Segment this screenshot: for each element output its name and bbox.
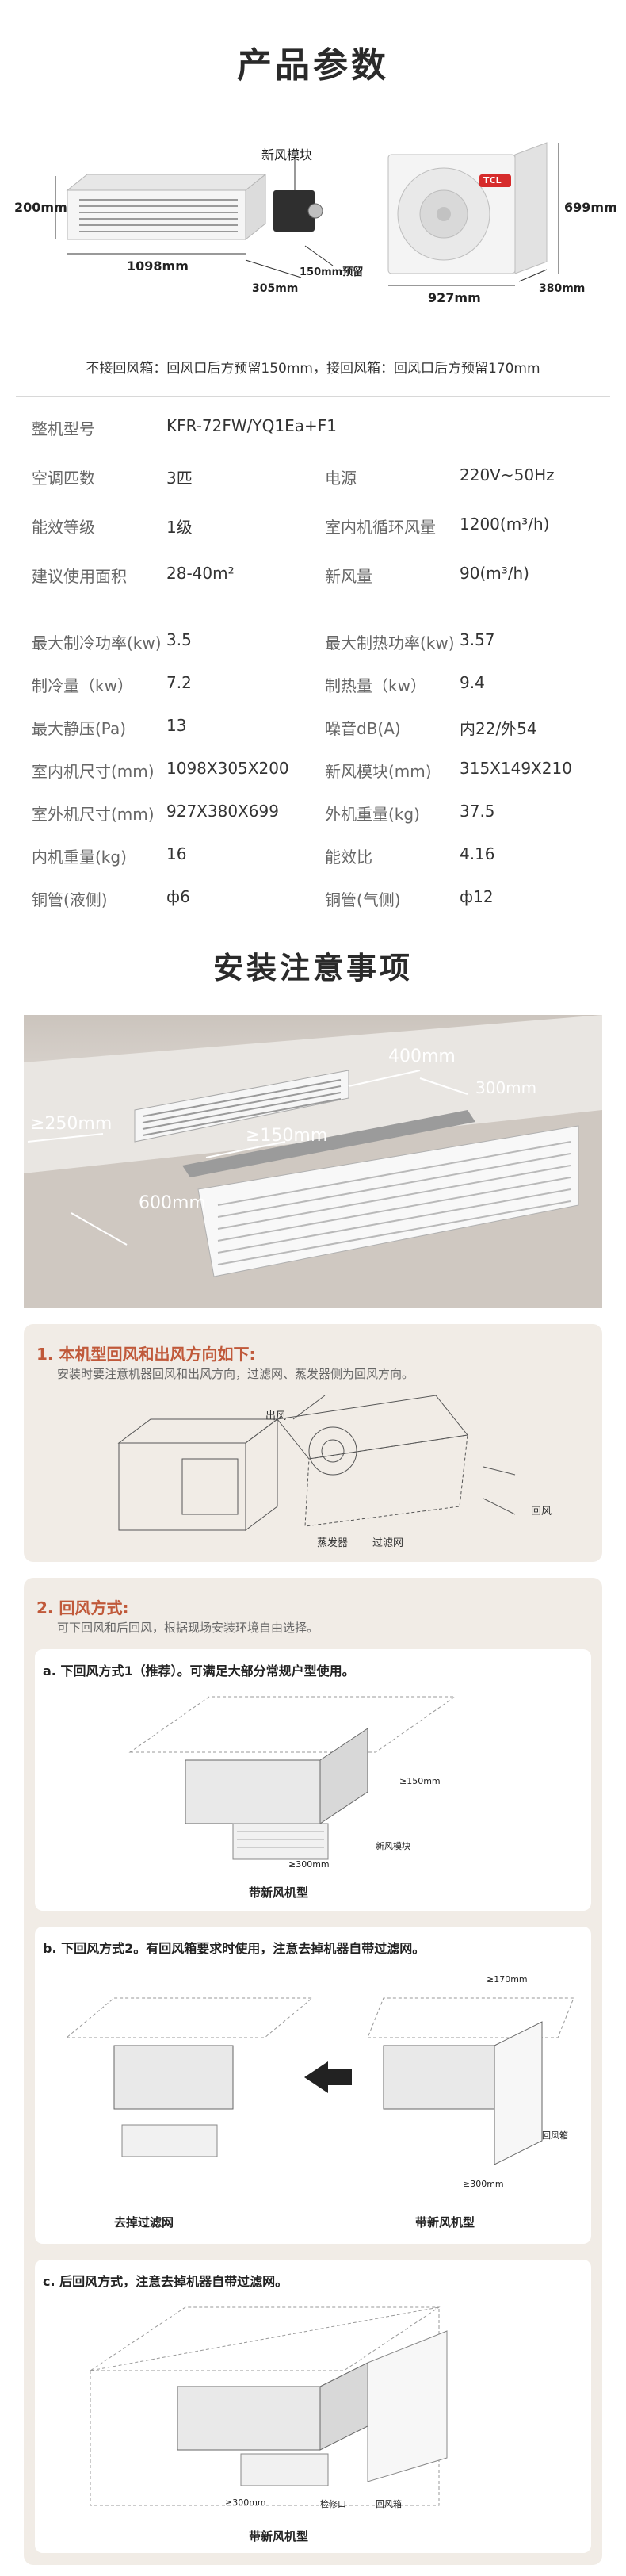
fresh-module-label: 新风模块 xyxy=(261,147,313,163)
mode-c-dim300: ≥300mm xyxy=(225,2498,266,2508)
mode-a-dim300: ≥300mm xyxy=(288,1859,330,1870)
mode-b-box-label: 回风箱 xyxy=(542,2130,568,2141)
spec-label: 内机重量(kg) xyxy=(32,848,127,867)
spec-value: KFR-72FW/YQ1Ea+F1 xyxy=(166,416,337,435)
spec-table-basic: 整机型号 KFR-72FW/YQ1Ea+F1 空调匹数 3匹 电源 220V~50Hz 能效… xyxy=(0,404,626,595)
spec-label: 铜管(气侧) xyxy=(325,890,401,909)
reserve-note: 不接回风箱：回风口后方预留150mm，接回风箱：回风口后方预留170mm xyxy=(86,361,540,377)
mode-a-title: a. 下回风方式1（推荐）。可满足大部分常规户型使用。 xyxy=(43,1663,355,1678)
dim-600: 600mm xyxy=(139,1193,206,1213)
spec-label: 电源 xyxy=(325,469,357,488)
ceiling-photo: 400mm 300mm ≥250mm ≥150mm 600mm xyxy=(24,1015,602,1308)
dim-400: 400mm xyxy=(388,1047,456,1066)
mode-c-port-label: 检修口 xyxy=(320,2499,346,2509)
mode-b-caption-right: 带新风机型 xyxy=(415,2215,475,2230)
mode-b-panel: b. 下回风方式2。有回风箱要求时使用，注意去掉机器自带过滤网。 ≥170mm … xyxy=(35,1927,591,2244)
dim-150: ≥150mm xyxy=(246,1126,328,1146)
brand-logo: TCL xyxy=(483,175,502,186)
install-title: 安装注意事项 xyxy=(212,951,413,986)
section2-title: 2. 回风方式: xyxy=(36,1598,129,1617)
spec-label: 外机重量(kg) xyxy=(325,805,420,824)
dim-indoor-height: 200mm xyxy=(14,200,67,215)
spec-value: 1098X305X200 xyxy=(166,759,289,778)
label-evaporator: 蒸发器 xyxy=(317,1537,349,1549)
spec-value: 内22/外54 xyxy=(460,719,537,738)
mode-a-module-label: 新风模块 xyxy=(376,1841,410,1851)
spec-label: 空调匹数 xyxy=(32,469,95,488)
spec-value: ф12 xyxy=(460,887,494,906)
spec-label: 室外机尺寸(mm) xyxy=(32,805,155,824)
spec-value: 9.4 xyxy=(460,673,485,692)
dim-250: ≥250mm xyxy=(30,1114,113,1134)
mode-b-caption-left: 去掉过滤网 xyxy=(114,2215,174,2230)
spec-label: 制冷量（kw） xyxy=(32,676,133,695)
spec-value: 28-40m² xyxy=(166,564,235,583)
spec-value: 13 xyxy=(166,716,187,735)
spec-label: 室内机循环风量 xyxy=(325,518,436,537)
dim-reserve: 150mm预留 xyxy=(300,266,364,278)
section-return-modes: 2. 回风方式: 可下回风和后回风，根据现场安装环境自由选择。 a. 下回风方式… xyxy=(24,1578,602,2565)
spec-label: 能效比 xyxy=(325,848,372,867)
spec-value: ф6 xyxy=(166,887,190,906)
mode-c-drawing xyxy=(89,2306,448,2506)
spec-value: 4.16 xyxy=(460,844,495,863)
dimension-illustration: 新风模块 200mm 1098mm 305mm 150mm预留 TCL 699m… xyxy=(0,127,626,325)
spec-value: 16 xyxy=(166,844,187,863)
section1-desc: 安装时要注意机器回风和出风方向，过滤网、蒸发器侧为回风方向。 xyxy=(57,1367,414,1381)
spec-label: 建议使用面积 xyxy=(32,567,127,586)
mode-b-dim300: ≥300mm xyxy=(463,2179,504,2189)
dim-outdoor-width: 927mm xyxy=(428,290,481,305)
mode-c-title: c. 后回风方式，注意去掉机器自带过滤网。 xyxy=(43,2274,288,2289)
section1-title: 1. 本机型回风和出风方向如下: xyxy=(36,1345,256,1364)
spec-value: 3.5 xyxy=(166,630,192,649)
label-outflow: 出风 xyxy=(265,1410,287,1422)
spec-value: 3匹 xyxy=(166,469,193,488)
mode-b-drawing xyxy=(65,1997,574,2165)
dim-300: 300mm xyxy=(475,1078,537,1097)
label-filter: 过滤网 xyxy=(372,1537,404,1549)
spec-label: 噪音dB(A) xyxy=(325,719,401,738)
spec-value: 315X149X210 xyxy=(460,759,572,778)
ceiling-drawing xyxy=(24,1015,602,1308)
airflow-drawing xyxy=(117,1395,516,1531)
spec-label: 制热量（kw） xyxy=(325,676,426,695)
section-airflow: 1. 本机型回风和出风方向如下: 安装时要注意机器回风和出风方向，过滤网、蒸发器… xyxy=(24,1324,602,1562)
mode-a-dim150: ≥150mm xyxy=(399,1776,441,1786)
spec-value: 1级 xyxy=(166,518,193,537)
spec-value: 7.2 xyxy=(166,673,192,692)
spec-label: 最大静压(Pa) xyxy=(32,719,127,738)
mode-c-caption: 带新风机型 xyxy=(249,2529,309,2543)
spec-label: 能效等级 xyxy=(32,518,95,537)
mode-a-drawing xyxy=(128,1696,456,1860)
mode-b-dim170: ≥170mm xyxy=(487,1974,528,1985)
mode-c-box-label: 回风箱 xyxy=(376,2499,402,2509)
unit-drawing xyxy=(55,142,559,286)
spec-label: 最大制热功率(kw) xyxy=(325,633,455,653)
spec-label: 整机型号 xyxy=(32,419,95,438)
mode-b-title: b. 下回风方式2。有回风箱要求时使用，注意去掉机器自带过滤网。 xyxy=(43,1941,426,1956)
mode-a-caption: 带新风机型 xyxy=(249,1885,309,1900)
page-title: 产品参数 xyxy=(237,45,389,86)
spec-value: 1200(m³/h) xyxy=(460,515,550,534)
mode-c-panel: c. 后回风方式，注意去掉机器自带过滤网。 ≥300mm 检修口 回风箱 带新风… xyxy=(35,2260,591,2553)
section2-desc: 可下回风和后回风，根据现场安装环境自由选择。 xyxy=(57,1621,319,1635)
spec-label: 最大制冷功率(kw) xyxy=(32,633,162,653)
spec-label: 室内机尺寸(mm) xyxy=(32,762,155,781)
spec-value: 220V~50Hz xyxy=(460,465,555,484)
dim-indoor-depth: 305mm xyxy=(252,282,299,295)
label-return: 回风 xyxy=(531,1506,552,1518)
spec-value: 37.5 xyxy=(460,802,495,821)
spec-table-performance: 最大制冷功率(kw)3.5 最大制热功率(kw) 3.57 制冷量（kw） 7.2 制热量… xyxy=(0,618,626,936)
spec-label: 铜管(液侧) xyxy=(32,890,108,909)
dim-indoor-width: 1098mm xyxy=(127,258,189,274)
spec-value: 3.57 xyxy=(460,630,495,649)
dim-outdoor-height: 699mm xyxy=(564,200,617,215)
spec-label: 新风模块(mm) xyxy=(325,762,432,781)
dim-outdoor-depth: 380mm xyxy=(539,282,586,295)
spec-label: 新风量 xyxy=(325,567,372,586)
spec-value: 927X380X699 xyxy=(166,802,279,821)
mode-a-panel: a. 下回风方式1（推荐）。可满足大部分常规户型使用。 ≥150mm ≥300m… xyxy=(35,1649,591,1911)
spec-value: 90(m³/h) xyxy=(460,564,529,583)
divider xyxy=(16,396,610,397)
